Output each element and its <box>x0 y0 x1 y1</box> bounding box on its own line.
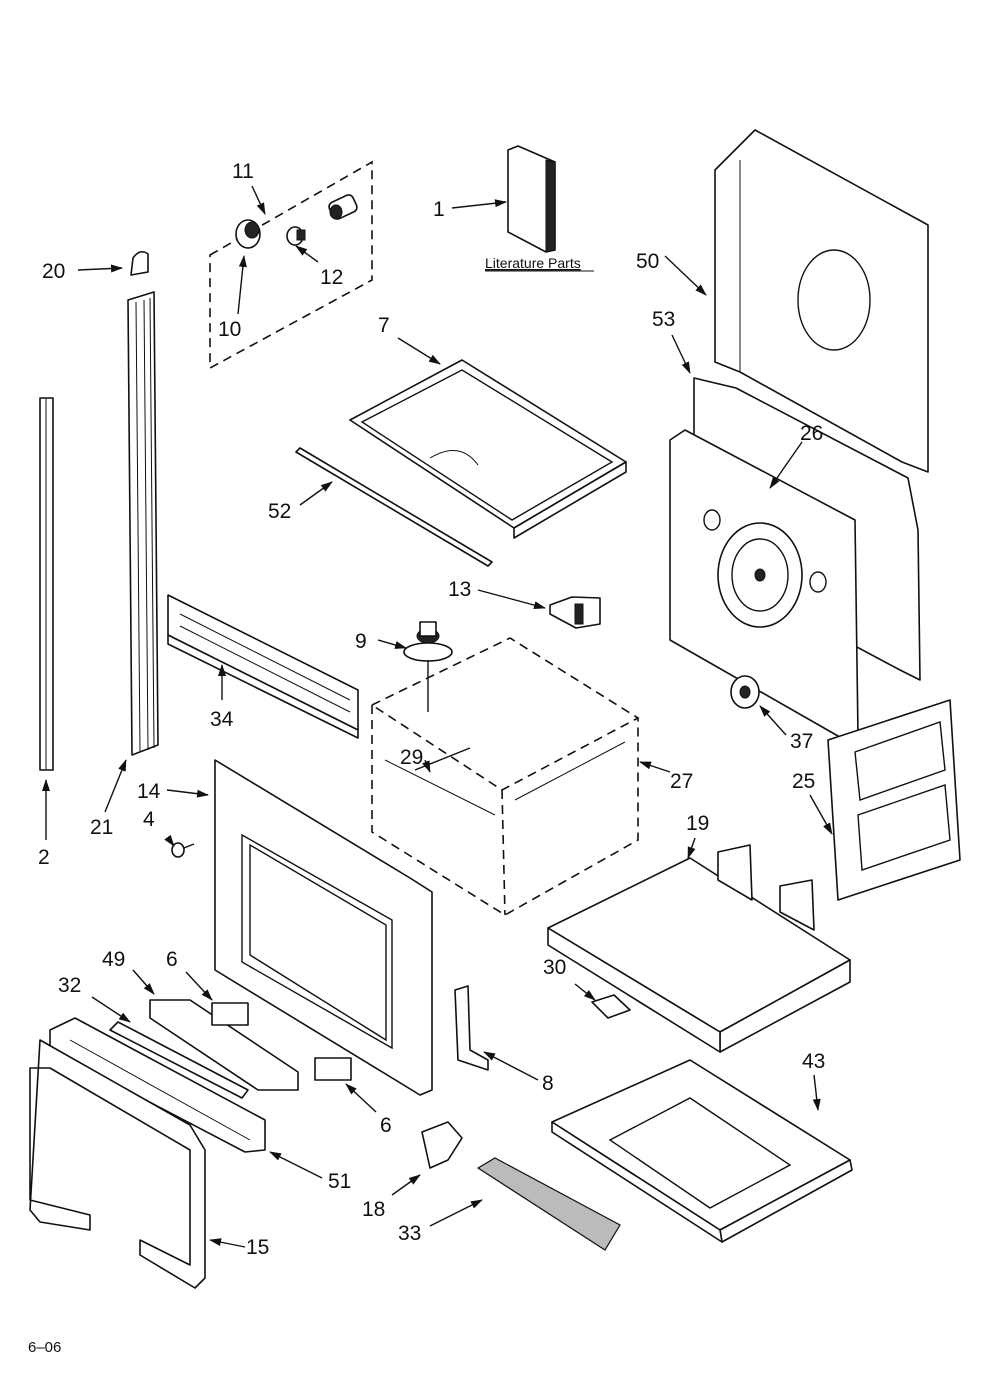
part-52-strip <box>295 447 493 567</box>
part-27-oven-cavity <box>370 637 640 916</box>
part-33-strip <box>476 1157 621 1251</box>
callout-9: 9 <box>355 630 367 653</box>
part-4-screw <box>171 842 195 858</box>
callout-11: 11 <box>232 160 254 183</box>
leader-lines <box>42 185 833 1248</box>
part-7-top-panel <box>349 359 627 539</box>
footer-code: 6–06 <box>28 1339 61 1356</box>
callout-8: 8 <box>542 1072 554 1095</box>
part-15-door-gasket <box>29 1039 206 1289</box>
callout-43: 43 <box>802 1050 825 1073</box>
callout-27: 27 <box>670 770 693 793</box>
part-32-bracket <box>109 1021 249 1099</box>
callout-2: 2 <box>38 846 50 869</box>
part-6-block-upper <box>211 1002 249 1026</box>
callout-15: 15 <box>246 1236 269 1259</box>
callout-51: 51 <box>328 1170 351 1193</box>
callout-33: 33 <box>398 1222 421 1245</box>
callout-6-upper: 6 <box>166 948 178 971</box>
callout-6-lower: 6 <box>380 1114 392 1137</box>
callout-19: 19 <box>686 812 709 835</box>
part-8-bracket <box>454 985 489 1071</box>
callout-34: 34 <box>210 708 234 731</box>
part-37-sensor <box>730 675 760 709</box>
callout-29: 29 <box>400 746 423 769</box>
part-1-literature <box>507 145 556 253</box>
callout-30: 30 <box>543 956 566 979</box>
callout-20: 20 <box>42 260 65 283</box>
callout-14: 14 <box>137 780 161 803</box>
part-10-knob <box>235 219 261 249</box>
part-34-vent-grille <box>167 594 359 739</box>
part-19-top-cover <box>547 844 851 1053</box>
part-30-clip <box>591 994 631 1019</box>
callout-25: 25 <box>792 770 815 793</box>
callout-labels: 11 1 20 12 10 50 53 7 26 52 13 9 34 29 2… <box>38 160 825 1259</box>
part-6-block-lower <box>314 1057 352 1081</box>
callout-52: 52 <box>268 500 291 523</box>
callout-21: 21 <box>90 816 113 839</box>
callout-18: 18 <box>362 1198 385 1221</box>
part-20-end-cap <box>130 250 149 276</box>
part-13-bracket <box>549 596 601 629</box>
part-50-rear-panel <box>714 129 929 473</box>
callout-50: 50 <box>636 250 659 273</box>
part-2-rail <box>39 397 54 771</box>
part-21-side-trim <box>127 291 159 756</box>
callout-32: 32 <box>58 974 81 997</box>
part-11-socket <box>328 194 358 220</box>
callout-10: 10 <box>218 318 241 341</box>
callout-26: 26 <box>800 422 823 445</box>
part-12-bulb <box>286 226 306 246</box>
callout-7: 7 <box>378 314 390 337</box>
callout-13: 13 <box>448 578 471 601</box>
part-49-seal <box>149 999 299 1091</box>
part-11-kit <box>209 160 373 370</box>
part-43-bottom-tray <box>551 1059 853 1243</box>
callout-12: 12 <box>320 266 343 289</box>
callout-4: 4 <box>143 808 155 831</box>
callout-37: 37 <box>790 730 813 753</box>
part-25-side-panel <box>827 699 961 901</box>
literature-parts-label: Literature Parts <box>485 255 581 271</box>
part-9-thermostat <box>403 621 453 712</box>
part-26-back-panel <box>669 429 859 741</box>
callout-53: 53 <box>652 308 675 331</box>
part-14-front-frame <box>214 759 433 1096</box>
callout-1: 1 <box>433 198 445 221</box>
callout-49: 49 <box>102 948 125 971</box>
part-18-bracket <box>421 1121 463 1169</box>
